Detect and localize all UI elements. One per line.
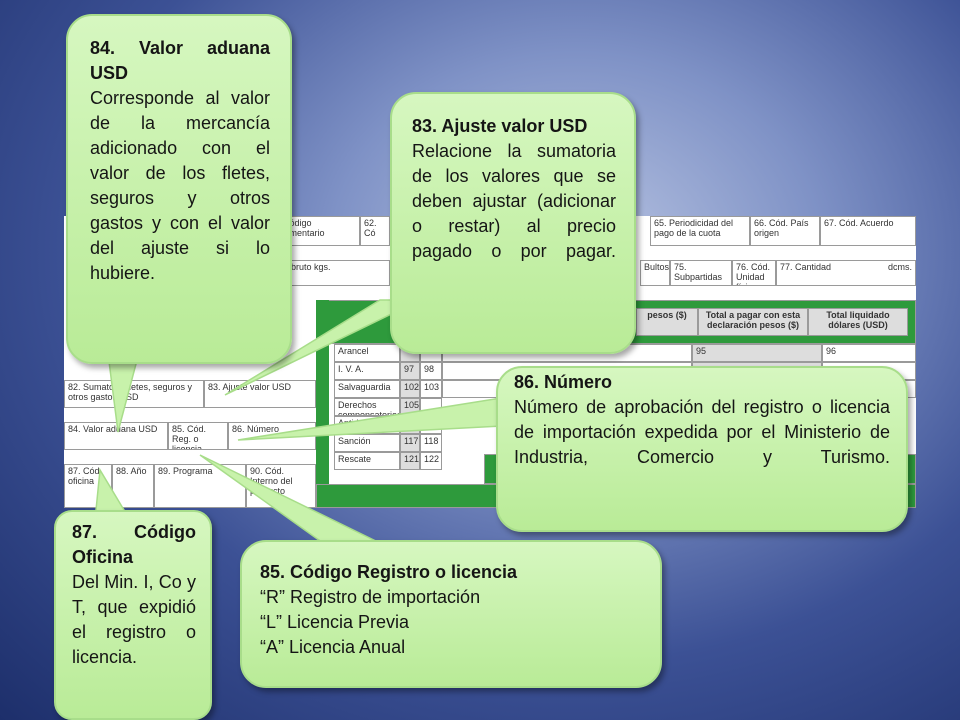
field-83: 83. Ajuste valor USD: [204, 380, 316, 408]
field-65: 65. Periodicidad del pago de la cuota: [650, 216, 750, 246]
liquidation-row-field-a: 97: [400, 362, 420, 380]
liquidation-row-label: Derechos compensatorios: [334, 398, 400, 416]
callout-85-title: 85. Código Registro o licencia: [260, 562, 518, 582]
liquidation-row-field-a: 102: [400, 380, 420, 398]
callout-83-body: Relacione la sumatoria de los valores qu…: [412, 141, 616, 261]
liquidation-row-field-b: 98: [420, 362, 442, 380]
header-total-usd: Total liquidado dólares (USD): [808, 308, 908, 336]
field-67: 67. Cód. Acuerdo: [820, 216, 916, 246]
field-84: 84. Valor aduana USD: [64, 422, 168, 450]
callout-84: 84. Valor aduana USD Corresponde al valo…: [66, 14, 292, 364]
callout-87-title: 87. Código Oficina: [72, 522, 196, 567]
callout-85: 85. Código Registro o licencia “R” Regis…: [240, 540, 662, 688]
callout-83-title: 83. Ajuste valor USD: [412, 116, 588, 136]
liquidation-row-label: I. V. A.: [334, 362, 400, 380]
field-62: 62. Có: [360, 216, 390, 246]
field-88: 88. Año: [112, 464, 154, 508]
callout-85-line-r: “R” Registro de importación: [260, 587, 481, 607]
liquidation-row-field-e: 96: [822, 344, 916, 362]
callout-84-title: 84. Valor aduana USD: [90, 38, 270, 83]
callout-87-body: Del Min. I, Co y T, que expidió el regis…: [72, 572, 196, 667]
field-77: 77. Cantidad dcms.: [776, 260, 916, 286]
field-76: 76. Cód. Unidad física: [732, 260, 776, 286]
callout-86: 86. Número Número de aprobación del regi…: [496, 366, 908, 532]
callout-84-body: Corresponde al valor de la mercancía adi…: [90, 88, 270, 283]
liquidation-row-label: Salvaguardia: [334, 380, 400, 398]
field-87: 87. Cód. oficina: [64, 464, 112, 508]
liquidation-row-field-a: 121: [400, 452, 420, 470]
liquidation-row-label: Arancel: [334, 344, 400, 362]
pointer-86: [237, 394, 521, 441]
header-total-pesos: Total a pagar con esta declaración pesos…: [698, 308, 808, 336]
callout-85-line-a: “A” Licencia Anual: [260, 637, 406, 657]
field-66: 66. Cód. País origen: [750, 216, 820, 246]
callout-85-line-l: “L” Licencia Previa: [260, 612, 410, 632]
callout-83: 83. Ajuste valor USD Relacione la sumato…: [390, 92, 636, 354]
liquidation-row-field-b: 122: [420, 452, 442, 470]
callout-86-body: Número de aprobación del registro o lice…: [514, 397, 890, 467]
header-pesos: pesos ($): [636, 308, 698, 336]
field-85: 85. Cód. Reg. o licencia: [168, 422, 228, 450]
callout-86-title: 86. Número: [514, 372, 613, 392]
liquidation-row-field-d: 95: [692, 344, 822, 362]
liquidation-row-label: Sanción: [334, 434, 400, 452]
liquidation-row-label: Rescate: [334, 452, 400, 470]
liquidation-row-field-b: 118: [420, 434, 442, 452]
pointer-85: [199, 454, 391, 549]
field-packages: Bultos: [640, 260, 670, 286]
callout-87: 87. Código Oficina Del Min. I, Co y T, q…: [54, 510, 212, 720]
liquidation-row-field-b: 103: [420, 380, 442, 398]
field-75: 75. Subpartidas: [670, 260, 732, 286]
liquidation-row-field-a: 117: [400, 434, 420, 452]
liquidation-sidebar: Liquidación: [294, 300, 329, 508]
